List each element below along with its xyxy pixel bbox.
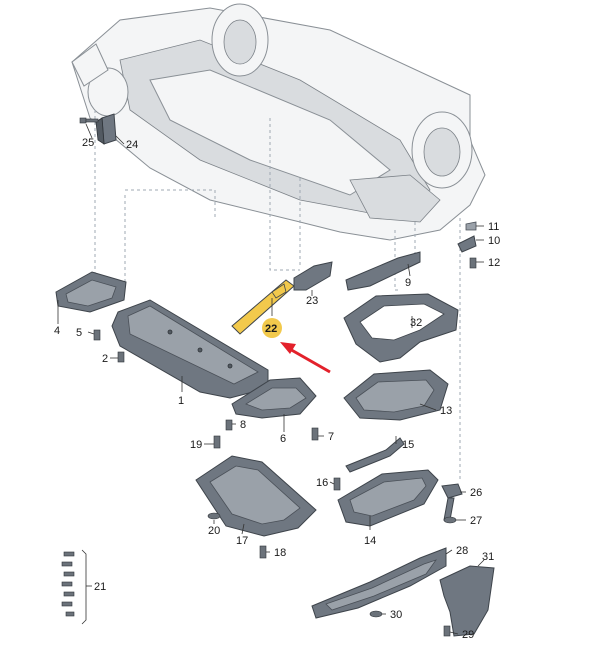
label-part-5: 5 <box>76 327 82 339</box>
car-underbody <box>71 3 486 241</box>
part-1-underbody-panel <box>111 299 269 399</box>
label-part-21: 21 <box>94 581 106 593</box>
label-part-18: 18 <box>274 547 286 559</box>
label-part-13: 13 <box>440 405 452 417</box>
label-part-19: 19 <box>190 439 202 451</box>
label-part-31: 31 <box>482 551 494 563</box>
label-part-7: 7 <box>328 431 334 443</box>
label-part-28: 28 <box>456 545 468 557</box>
bolts-group <box>93 329 341 559</box>
label-part-16: 16 <box>316 477 328 489</box>
part-14-panel <box>337 469 439 527</box>
label-part-14: 14 <box>364 535 376 547</box>
part-10-clip <box>457 235 477 253</box>
leader-lines <box>57 123 485 635</box>
part-30-nut <box>369 610 383 618</box>
label-part-2: 2 <box>102 353 108 365</box>
part-29-bolt <box>443 625 451 637</box>
part-12-bolt <box>469 257 477 269</box>
part-25-bolt <box>79 117 99 124</box>
part-6-shield <box>231 377 317 419</box>
label-part-6: 6 <box>280 433 286 445</box>
label-part-32: 32 <box>410 317 422 329</box>
label-part-10: 10 <box>488 235 500 247</box>
label-part-12: 12 <box>488 257 500 269</box>
part-31-arch <box>439 565 495 637</box>
part-23-bracket <box>293 261 333 291</box>
part-9-rail <box>345 251 421 291</box>
part-17-panel <box>195 455 317 537</box>
label-part-8: 8 <box>240 419 246 431</box>
highlight-arrow <box>280 342 331 374</box>
label-part-30: 30 <box>390 609 402 621</box>
part-11-clip <box>465 221 477 231</box>
part-15-bar <box>345 437 405 473</box>
label-part-1: 1 <box>178 395 184 407</box>
label-part-27: 27 <box>470 515 482 527</box>
part-32-frame <box>343 293 459 363</box>
part-28-panel <box>311 547 447 619</box>
dashed-guides <box>94 110 461 480</box>
part-labels: 1 2 4 5 6 7 8 9 10 11 12 13 14 15 16 17 … <box>54 137 500 641</box>
label-part-20: 20 <box>208 525 220 537</box>
label-part-25: 25 <box>82 137 94 149</box>
part-27-nut <box>443 516 457 524</box>
label-part-24: 24 <box>126 139 138 151</box>
label-part-11: 11 <box>488 221 499 233</box>
label-part-23: 23 <box>306 295 318 307</box>
part-4-cover <box>55 271 127 313</box>
label-part-26: 26 <box>470 487 482 499</box>
label-part-29: 29 <box>462 629 474 641</box>
label-part-17: 17 <box>236 535 248 547</box>
label-part-4: 4 <box>54 325 60 337</box>
part-26-bracket <box>441 483 463 521</box>
label-22-highlight <box>262 318 282 338</box>
part-13-panel <box>343 369 449 421</box>
label-part-9: 9 <box>405 277 411 289</box>
label-part-15: 15 <box>402 439 414 451</box>
part-24-bracket <box>95 113 117 145</box>
part-21-bolt-set <box>61 549 87 625</box>
label-part-22: 22 <box>265 323 277 335</box>
